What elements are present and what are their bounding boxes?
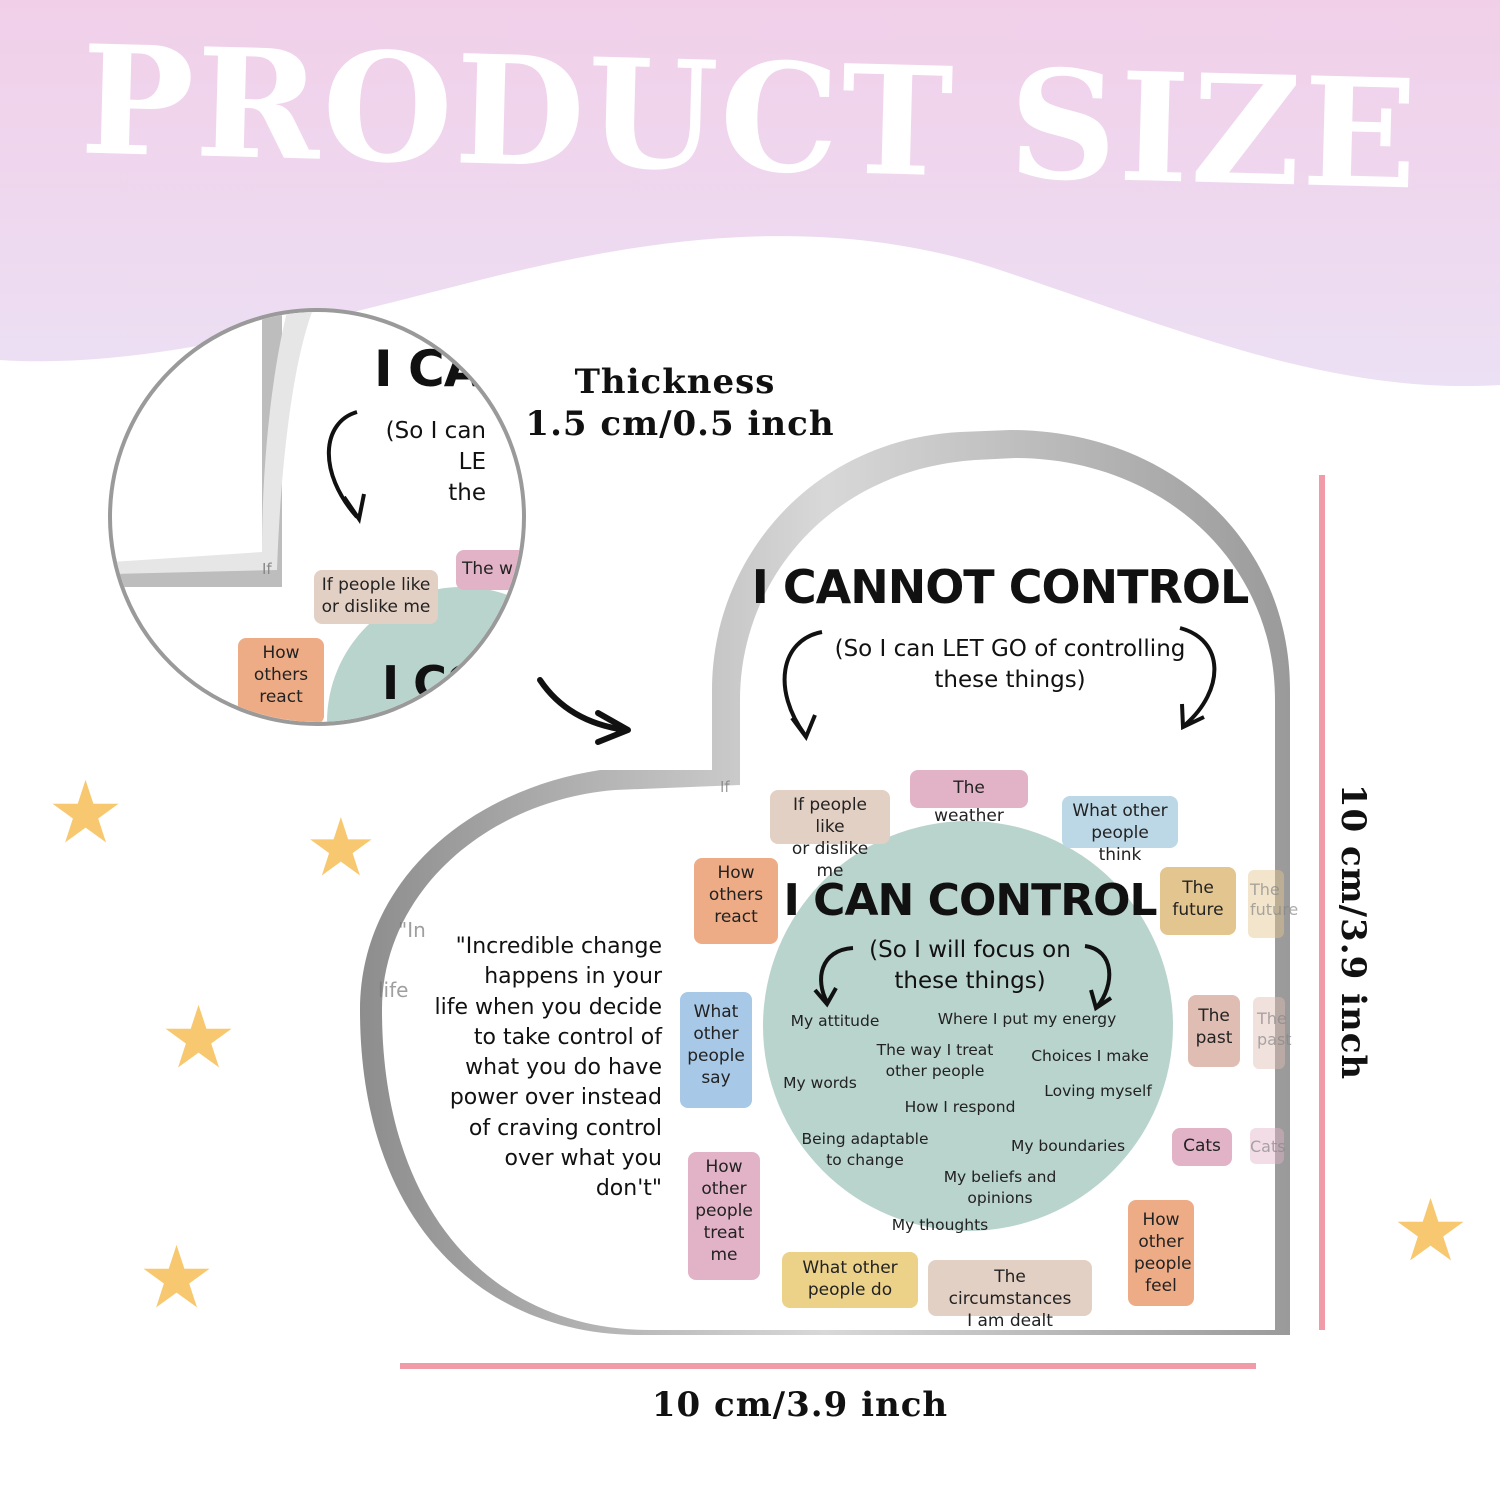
quote-text: "Incredible change happens in your life … xyxy=(434,934,662,1202)
control-item-loving-myself: Loving myself xyxy=(1044,1082,1152,1100)
control-item-choices: Choices I make xyxy=(1031,1047,1149,1065)
thickness-label: Thickness xyxy=(574,362,776,402)
width-label: 10 cm/3.9 inch xyxy=(651,1385,949,1425)
zoom-arrow xyxy=(537,677,628,733)
star-icon: ★ xyxy=(1392,1183,1470,1279)
can-control-circle xyxy=(763,821,1173,1231)
ghost-text: Cats xyxy=(1250,1137,1286,1156)
control-item-words: My words xyxy=(783,1074,857,1092)
control-item-respond: How I respond xyxy=(904,1098,1016,1116)
star-icon: ★ xyxy=(160,990,238,1086)
thickness-value: 1.5 cm/0.5 inch xyxy=(525,404,835,444)
cannot-control-heading: I CANNOT CONTROL xyxy=(751,560,1250,614)
control-item-boundaries: My boundaries xyxy=(1010,1137,1126,1155)
ghost-text: The past xyxy=(1257,1009,1292,1049)
tag-past: The past xyxy=(1188,995,1240,1067)
tag-weather: The weather xyxy=(910,770,1028,826)
ghost-text: The future xyxy=(1250,880,1299,919)
cannot-control-subtitle: (So I can LET GO of controlling these th… xyxy=(834,636,1186,693)
tag-how-others-react: How others react xyxy=(694,858,778,944)
height-label: 10 cm/3.9 inch xyxy=(1333,783,1373,1081)
tag-what-others-say: What other people say xyxy=(680,992,752,1108)
can-control-subtitle: (So I will focus on these things) xyxy=(869,937,1071,994)
zoom-ghost-text: If xyxy=(262,560,272,578)
star-icon: ★ xyxy=(138,1230,216,1326)
zoom-circle-heading: I CO xyxy=(382,656,485,710)
height-dimension-line xyxy=(1319,475,1325,1330)
width-dimension-line xyxy=(400,1363,1256,1369)
control-item-thoughts: My thoughts xyxy=(891,1216,989,1234)
zoom-subtitle: (So I can LE the xyxy=(385,418,486,506)
control-item-adaptable: Being adaptable to change xyxy=(801,1130,929,1169)
zoom-tag-how-others-react: How others react xyxy=(238,638,324,722)
control-item-energy: Where I put my energy xyxy=(937,1010,1117,1028)
can-control-heading: I CAN CONTROL xyxy=(783,875,1157,926)
control-item-treat-others: The way I treat other people xyxy=(876,1041,994,1080)
control-item-beliefs: My beliefs and opinions xyxy=(943,1168,1057,1207)
zoom-detail-circle: I CAN (So I can LE the If people like or… xyxy=(108,308,526,726)
zoom-heading: I CAN xyxy=(374,340,523,398)
control-item-attitude: My attitude xyxy=(790,1012,880,1030)
tag-how-others-feel: How other people feel xyxy=(1128,1200,1194,1306)
tag-what-others-do: What other people do xyxy=(782,1252,918,1308)
tag-cats: Cats xyxy=(1172,1128,1232,1166)
zoom-tag-people-like-me: If people like or dislike me xyxy=(314,570,438,624)
star-icon: ★ xyxy=(305,803,377,892)
tag-people-like-me: If people like or dislike me xyxy=(770,790,890,881)
banner-wave xyxy=(0,0,1500,387)
tag-future: The future xyxy=(1160,867,1236,935)
ghost-text: If xyxy=(720,778,730,796)
ghost-text: "In xyxy=(398,918,426,942)
tag-what-others-think: What other people think xyxy=(1062,796,1178,865)
tag-how-others-treat-me: How other people treat me xyxy=(688,1152,760,1280)
tag-circumstances: The circumstances I am dealt xyxy=(928,1260,1092,1331)
ghost-text: life xyxy=(378,978,409,1002)
star-icon: ★ xyxy=(47,765,125,861)
zoom-tag-weather: The w xyxy=(456,550,522,590)
